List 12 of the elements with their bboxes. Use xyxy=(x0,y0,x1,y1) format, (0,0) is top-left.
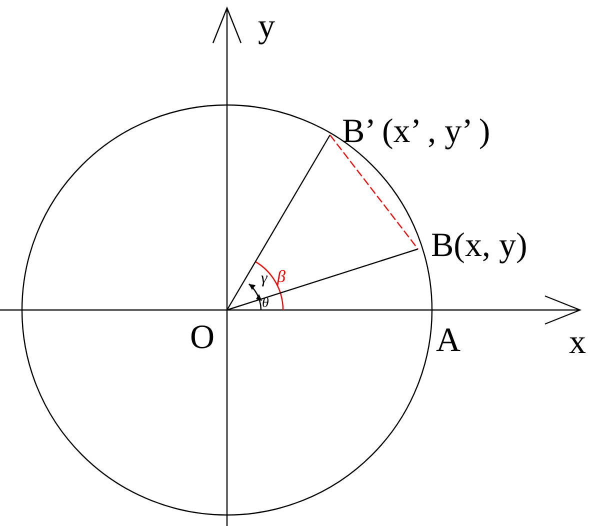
angle-label: θ xyxy=(262,297,269,311)
line-segment xyxy=(330,134,418,250)
line-segment xyxy=(226,134,331,310)
angle-label: β xyxy=(277,268,286,285)
point-label: B(x, y) xyxy=(431,226,528,266)
angle-label: γ xyxy=(261,271,268,287)
axis-label: y xyxy=(258,10,275,44)
point-label: B’ (x’ , y’ ) xyxy=(342,112,490,152)
point-label: A xyxy=(436,324,461,358)
axis-label: x xyxy=(569,326,586,360)
point-label: O xyxy=(190,318,215,358)
line-segment xyxy=(226,248,418,311)
